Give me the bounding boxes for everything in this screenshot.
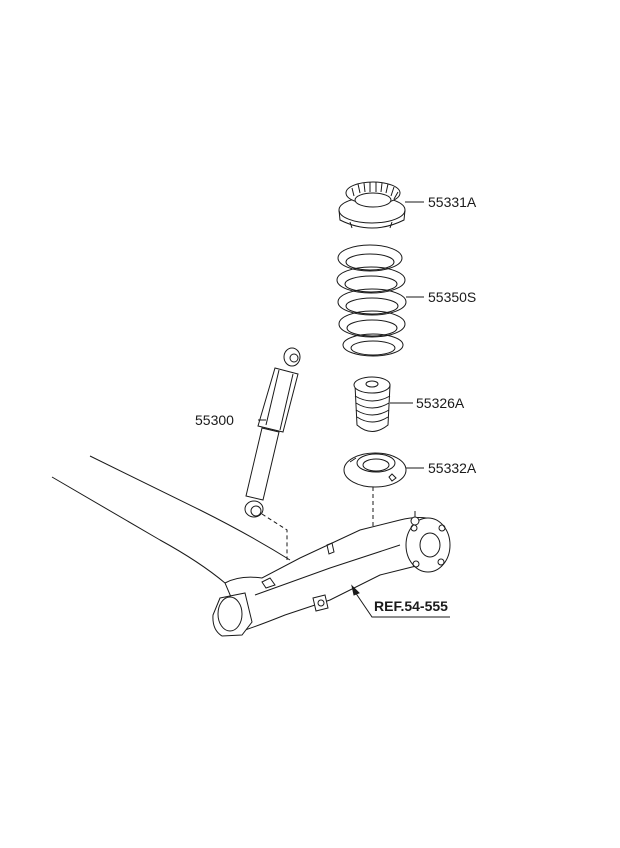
ref-leader: [351, 584, 450, 618]
shock-absorber-icon: [244, 347, 301, 518]
bump-stopper-icon: [353, 376, 391, 432]
part-label-55331A[interactable]: 55331A: [428, 194, 477, 210]
coil-spring-icon: [336, 244, 407, 357]
spring-upper-pad-icon: [338, 181, 406, 229]
ref-label[interactable]: REF.54-555: [374, 598, 448, 614]
spring-lower-pad-icon: [343, 452, 407, 488]
part-label-55300[interactable]: 55300: [195, 412, 234, 428]
torsion-axle-icon: [51, 455, 451, 637]
dash-55300: [261, 513, 288, 560]
part-label-55350S[interactable]: 55350S: [428, 289, 477, 305]
part-label-55326A[interactable]: 55326A: [416, 395, 465, 411]
part-label-55332A[interactable]: 55332A: [428, 460, 477, 476]
